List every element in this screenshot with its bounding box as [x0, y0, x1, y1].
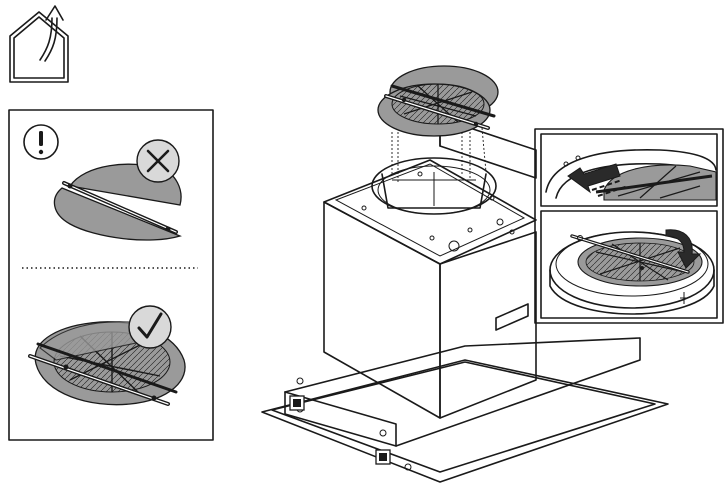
air-outlet-opening	[371, 157, 497, 215]
house-with-exhaust-arrow-icon	[9, 5, 69, 83]
cross-mark-icon	[136, 139, 180, 183]
insert-flap-detail	[540, 133, 718, 207]
power-connector	[289, 395, 305, 411]
power-connector	[375, 449, 391, 465]
cooker-hood-assembly	[261, 117, 669, 483]
rotate-direction-arrow-icon	[665, 229, 702, 269]
detail-inset	[534, 128, 724, 324]
backdraft-flap-unit	[377, 65, 499, 137]
rotate-flap-detail	[540, 210, 718, 319]
flap-orientation-panel	[8, 109, 214, 441]
check-mark-icon	[128, 305, 172, 349]
exclamation-circle-icon	[23, 124, 59, 160]
push-direction-arrow-icon	[567, 163, 629, 197]
